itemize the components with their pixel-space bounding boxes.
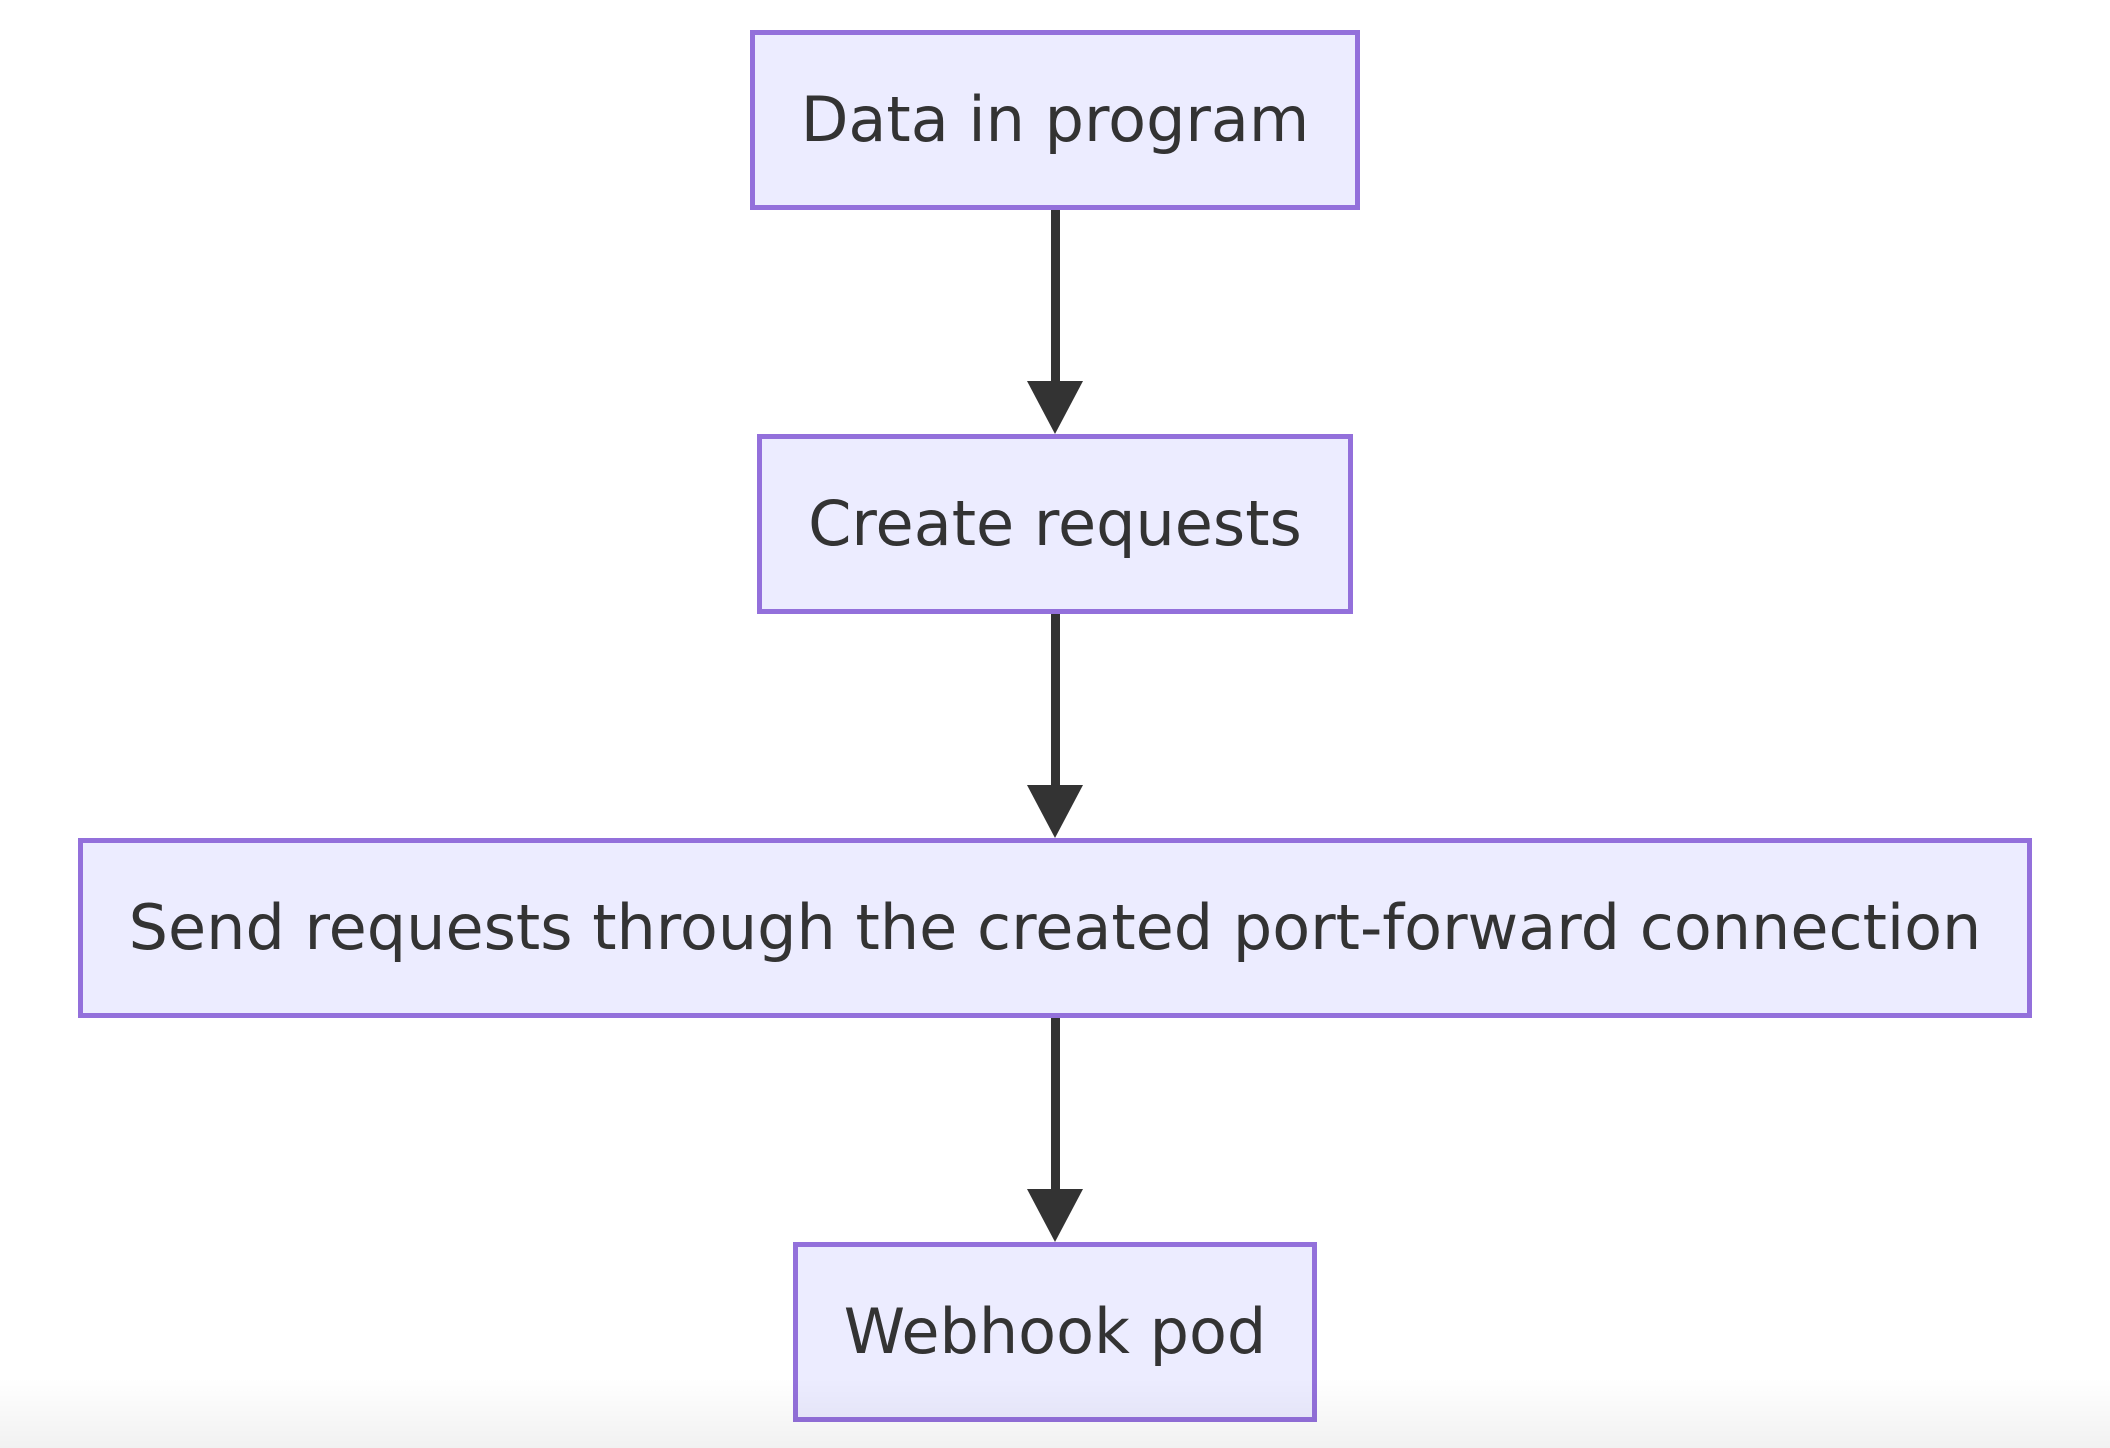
- flowchart-node-send-requests: Send requests through the created port-f…: [77, 838, 2033, 1018]
- arrow-shaft: [1050, 210, 1060, 382]
- flowchart-node-data-in-program: Data in program: [749, 30, 1361, 210]
- arrow-shaft: [1050, 614, 1060, 786]
- arrowhead-down-icon: [1027, 785, 1083, 838]
- arrow-shaft: [1050, 1018, 1060, 1190]
- flow-arrow-3: [1027, 1018, 1083, 1242]
- arrowhead-down-icon: [1027, 1189, 1083, 1242]
- flow-arrow-2: [1027, 614, 1083, 838]
- flowchart-node-webhook-pod: Webhook pod: [792, 1242, 1318, 1422]
- flowchart-node-create-requests: Create requests: [757, 434, 1353, 614]
- flow-arrow-1: [1027, 210, 1083, 434]
- arrowhead-down-icon: [1027, 381, 1083, 434]
